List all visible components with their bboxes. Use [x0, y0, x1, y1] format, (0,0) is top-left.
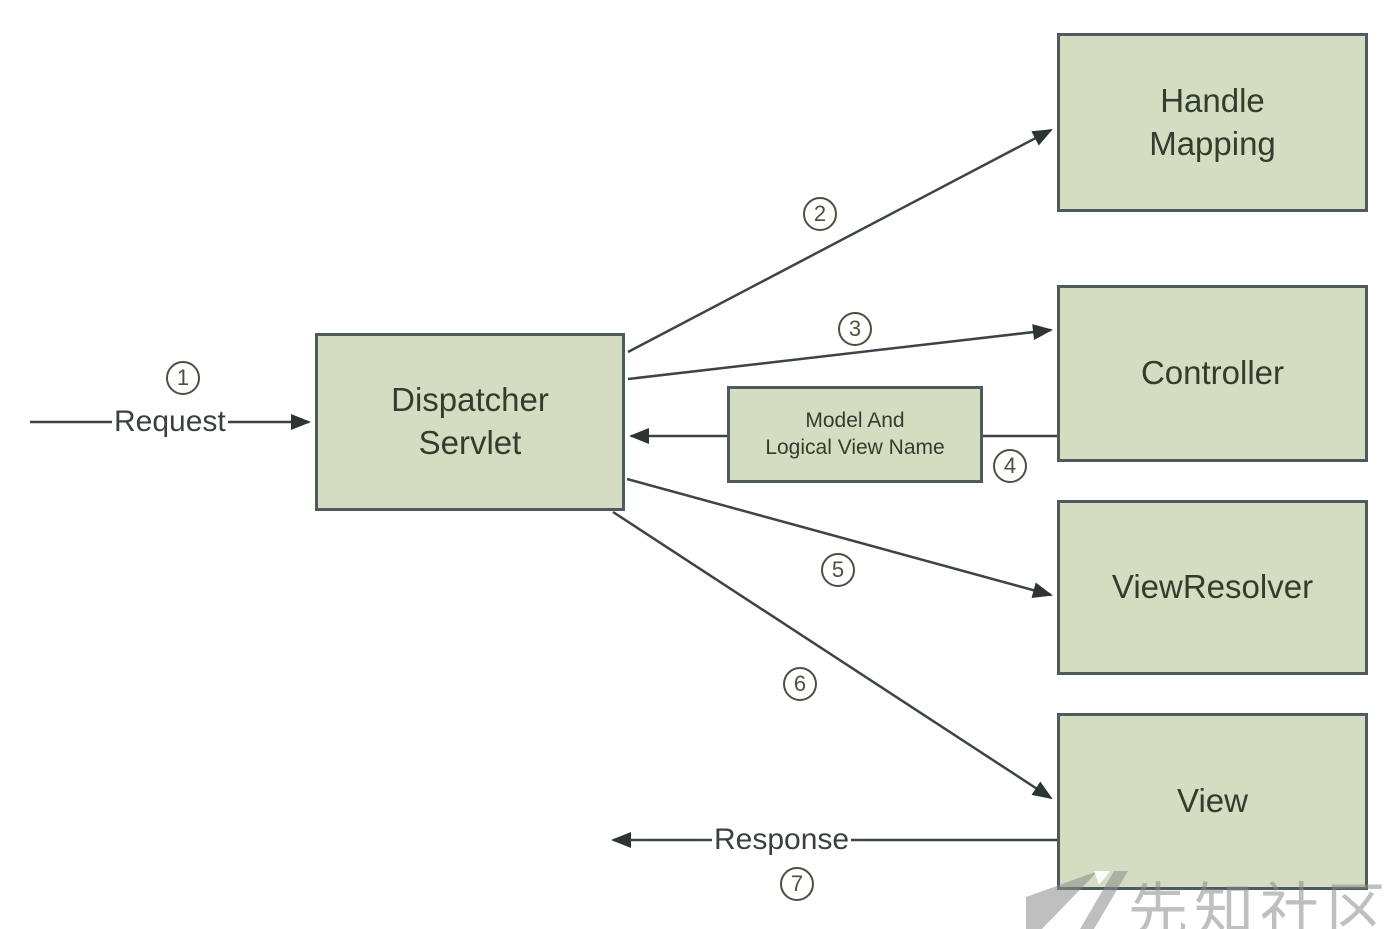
node-handle-mapping: Handle Mapping: [1057, 33, 1368, 212]
node-model-and-logical-view-name-label: Model And Logical View Name: [765, 409, 945, 459]
node-dispatcher-servlet-label: Dispatcher Servlet: [391, 381, 549, 461]
request-label: Request: [112, 405, 228, 438]
node-dispatcher-servlet: Dispatcher Servlet: [315, 333, 625, 511]
step-6-badge: 6: [783, 667, 817, 701]
edge-to-handle-mapping: [627, 128, 1053, 354]
node-view-label: View: [1177, 782, 1248, 820]
node-view: View: [1057, 713, 1368, 890]
node-view-resolver-label: ViewResolver: [1111, 568, 1314, 606]
step-2-badge: 2: [803, 197, 837, 231]
edge-to-controller: [627, 324, 1053, 381]
node-view-resolver: ViewResolver: [1057, 500, 1368, 675]
step-1-badge: 1: [166, 361, 200, 395]
node-handle-mapping-label: Handle Mapping: [1149, 81, 1276, 162]
step-4-badge: 4: [993, 449, 1027, 483]
node-controller-label: Controller: [1140, 354, 1285, 392]
step-3-badge: 3: [838, 312, 872, 346]
edge-to-view-resolver: [626, 477, 1053, 598]
step-5-badge: 5: [821, 553, 855, 587]
step-7-badge: 7: [780, 867, 814, 901]
node-model-and-logical-view-name: Model And Logical View Name: [727, 386, 983, 483]
edge-to-view: [612, 510, 1053, 800]
response-label: Response: [712, 823, 852, 856]
node-controller: Controller: [1057, 285, 1368, 462]
